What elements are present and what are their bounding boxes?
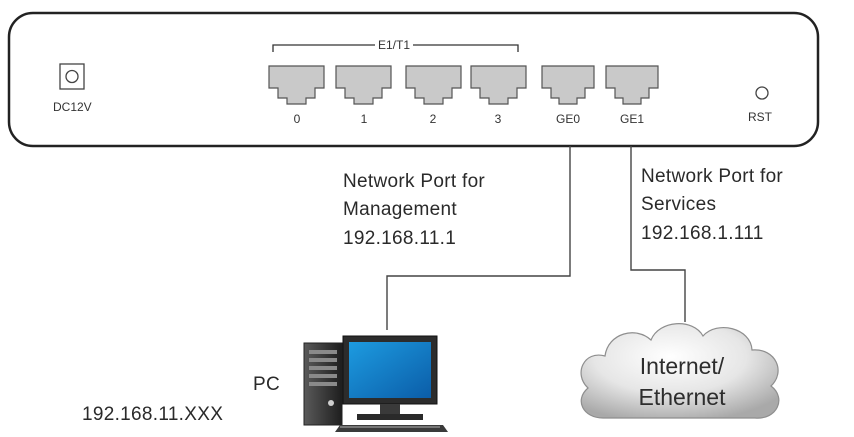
rj45-port-icon (335, 65, 392, 105)
rj45-port-icon (470, 65, 527, 105)
port-label-3: 3 (494, 112, 502, 126)
services-ip: 192.168.1.111 (641, 223, 764, 244)
e1t1-label: E1/T1 (375, 38, 414, 52)
management-ip: 192.168.11.1 (343, 228, 457, 249)
rj45-port-icon (268, 65, 325, 105)
power-label: DC12V (53, 100, 92, 114)
pc-monitor-icon (342, 335, 438, 420)
reset-button-icon (755, 86, 769, 100)
management-port-subtitle: Management (343, 199, 457, 220)
rj45-port-icon (405, 65, 462, 105)
services-port-subtitle: Services (641, 194, 717, 215)
keyboard-icon (335, 425, 448, 432)
pc-label: PC (253, 374, 280, 395)
management-link-line (386, 146, 571, 330)
port-label-0: 0 (293, 112, 301, 126)
rj45-port-icon (605, 65, 659, 105)
power-connector-icon (59, 63, 85, 90)
cloud-label-line2: Ethernet (638, 384, 726, 410)
port-label-2: 2 (429, 112, 437, 126)
port-label-ge0: GE0 (555, 112, 580, 126)
services-link-line (630, 146, 686, 322)
pc-ip: 192.168.11.XXX (82, 404, 224, 425)
port-label-ge1: GE1 (619, 112, 644, 126)
rj45-port-icon (541, 65, 595, 105)
services-port-title: Network Port for (641, 166, 784, 187)
management-port-title: Network Port for (343, 171, 486, 192)
internet-cloud-icon (580, 323, 780, 419)
cloud-label-line1: Internet/ (639, 353, 725, 379)
pc-tower-icon (303, 342, 343, 426)
reset-label: RST (748, 110, 772, 124)
port-label-1: 1 (360, 112, 368, 126)
